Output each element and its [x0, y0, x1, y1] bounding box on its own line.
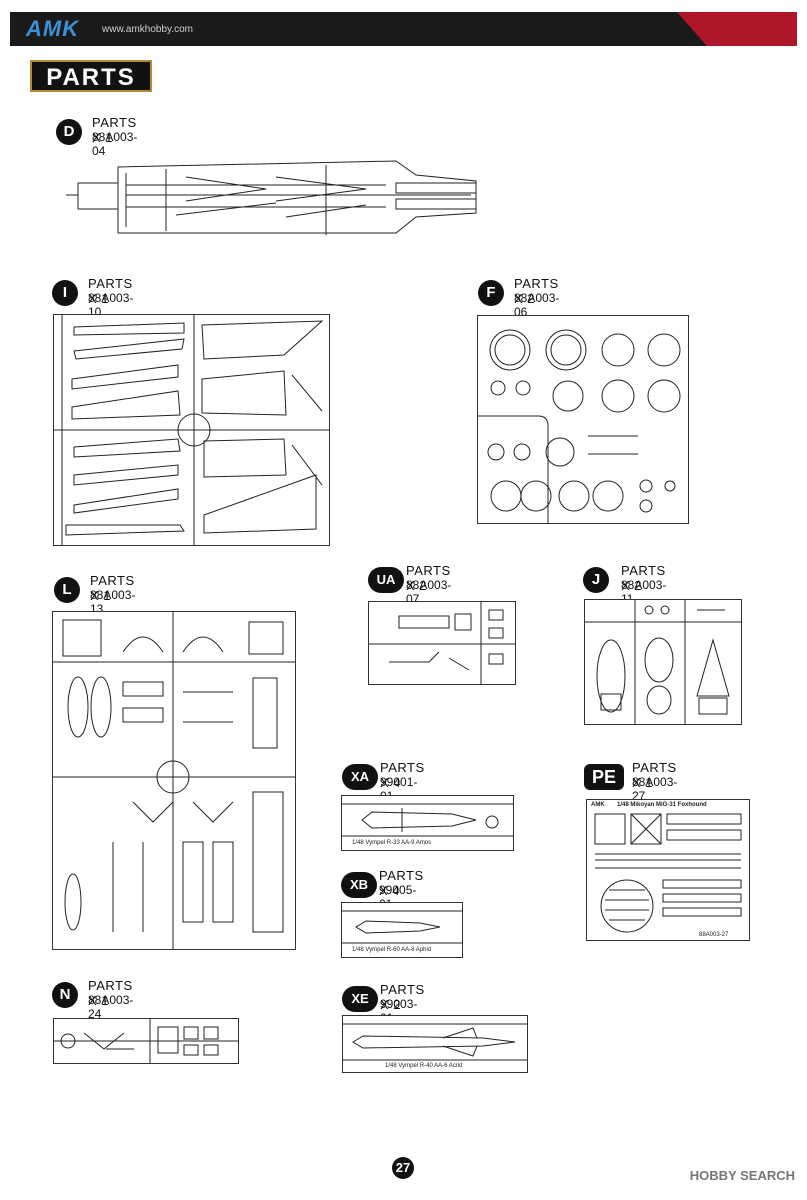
group-title: PARTS X 2 [380, 982, 425, 1012]
sprue-j-parts [585, 600, 741, 724]
group-badge: XB [341, 872, 377, 898]
sprue-l [52, 611, 296, 950]
group-badge: XA [342, 764, 378, 790]
sprue-f-parts [478, 329, 681, 523]
sprue-ua-parts [369, 602, 515, 684]
group-title: PARTS X 2 [621, 563, 666, 593]
brand-logo: AMK [26, 16, 80, 41]
sprue-xa: 1/48 Vympel R-33 AA-9 Amos [341, 795, 514, 851]
sprue-j [584, 599, 742, 725]
sprue-ua [368, 601, 516, 685]
sprue-i-parts [54, 315, 329, 545]
fuselage-drawing [66, 160, 477, 235]
pe-fret-parts [594, 813, 742, 933]
sprue-label: 1/48 Vympel R-33 AA-9 Amos [352, 840, 432, 846]
sprue-i [53, 314, 330, 546]
sprue-xb: 1/48 Vympel R-60 AA-8 Aphid [341, 902, 463, 958]
group-badge: J [583, 567, 609, 593]
group-badge: PE [584, 764, 624, 790]
brand-url: www.amkhobby.com [102, 24, 193, 35]
pe-title: 1/48 Mikoyan MiG-31 Foxhound [617, 802, 707, 808]
group-title: PARTS X 2 [406, 563, 451, 593]
sprue-label: 1/48 Vympel R-40 AA-6 Acrid [385, 1063, 463, 1069]
sprue-d-image [66, 155, 482, 247]
sprue-xa-parts [342, 803, 513, 837]
group-title: PARTS X 1 [88, 276, 133, 306]
group-title: PARTS X 1 [88, 978, 133, 1008]
group-code: 88A003-04 [92, 130, 138, 158]
sprue-xe: 1/48 Vympel R-40 AA-6 Acrid [342, 1015, 528, 1073]
sprue-label: 1/48 Vympel R-60 AA-8 Aphid [352, 947, 432, 953]
group-badge: XE [342, 986, 378, 1012]
sprue-f [477, 315, 689, 524]
pe-brand: AMK [591, 802, 605, 808]
sprue-pe: AMK 1/48 Mikoyan MiG-31 Foxhound 88A003-… [586, 799, 750, 941]
sprue-n-parts [54, 1019, 238, 1063]
group-title: PARTS X 1 [92, 115, 137, 145]
group-title: PARTS X 1 [632, 760, 677, 790]
group-title: PARTS X 4 [379, 868, 424, 898]
section-title: PARTS [30, 60, 152, 92]
sprue-n [53, 1018, 239, 1064]
group-badge: D [56, 119, 82, 145]
group-code: 88A003-24 [88, 993, 134, 1021]
page-number: 27 [392, 1157, 414, 1179]
group-badge: N [52, 982, 78, 1008]
group-title: PARTS X 1 [90, 573, 135, 603]
group-badge: I [52, 280, 78, 306]
group-badge: L [54, 577, 80, 603]
sprue-xb-parts [342, 910, 462, 944]
header-bar [10, 12, 797, 46]
watermark: HOBBY SEARCH [689, 1168, 795, 1183]
group-badge: UA [368, 567, 404, 593]
group-title: PARTS X 4 [380, 760, 425, 790]
sprue-xe-parts [343, 1023, 527, 1061]
group-title: PARTS X 2 [514, 276, 559, 306]
sprue-l-parts [53, 612, 295, 949]
page-header: AMK www.amkhobby.com [10, 12, 797, 46]
pe-code: 88A003-27 [699, 932, 729, 938]
group-badge: F [478, 280, 504, 306]
